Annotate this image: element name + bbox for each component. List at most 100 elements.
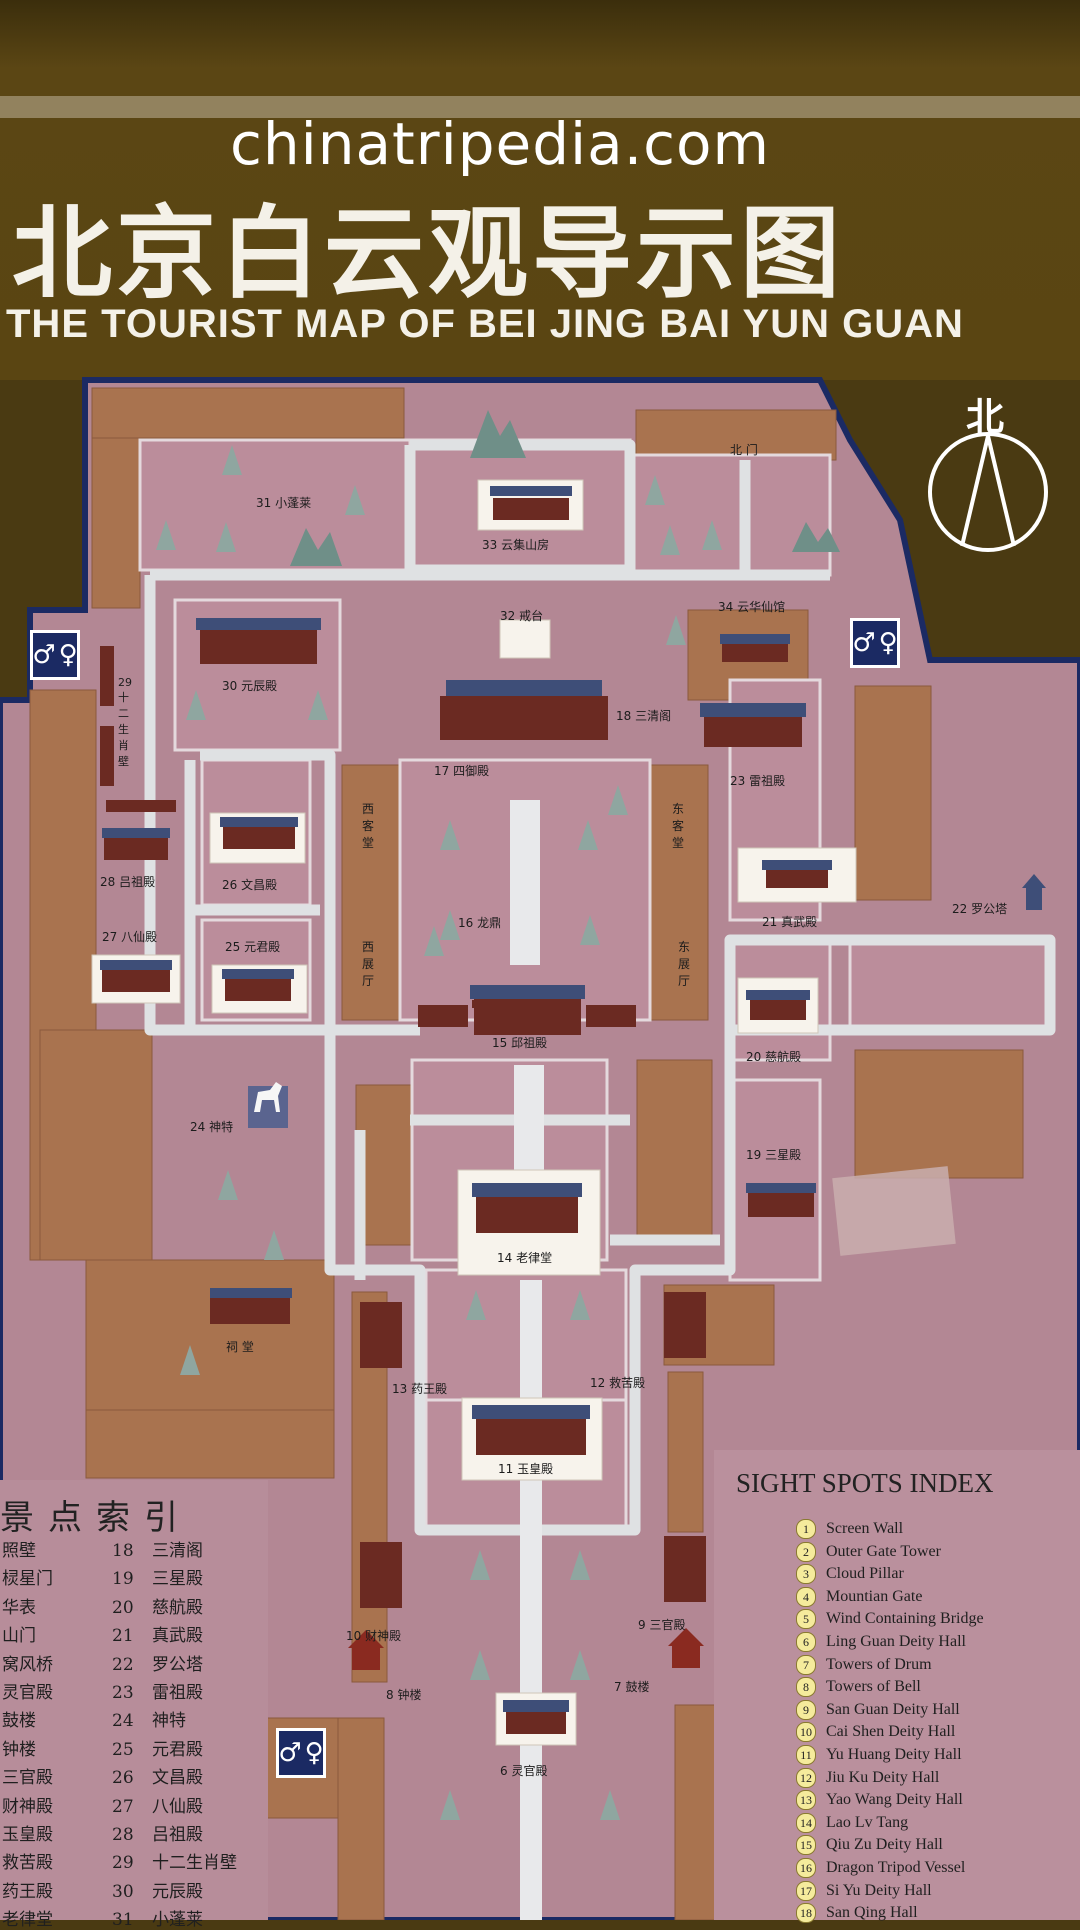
index-en-number: 18 bbox=[796, 1903, 816, 1924]
index-cn-number: 26 bbox=[112, 1768, 134, 1789]
index-cn-title: 景点索引 bbox=[0, 1498, 192, 1538]
index-en-number: 4 bbox=[796, 1586, 816, 1607]
index-cn-number: 31 bbox=[112, 1910, 134, 1930]
index-en-item: 1 Screen Wall bbox=[796, 1519, 903, 1539]
index-cn-item: 24 神特 bbox=[112, 1706, 186, 1731]
index-cn-item: 29 十二生肖壁 bbox=[112, 1848, 237, 1873]
index-cn-name: 小蓬莱 bbox=[152, 1910, 203, 1930]
index-cn-name: 元辰殿 bbox=[152, 1881, 203, 1902]
index-cn-name: 慈航殿 bbox=[152, 1597, 203, 1618]
label-luogong-pagoda: 22 罗公塔 bbox=[952, 902, 1008, 916]
tree-icons bbox=[156, 445, 722, 1820]
index-cn-name: 吕祖殿 bbox=[152, 1825, 203, 1845]
pagoda-icons bbox=[348, 874, 1046, 1670]
label-east-exhibition-hall: 东展厅 bbox=[678, 940, 691, 988]
index-cn-item: 28 吕祖殿 bbox=[112, 1820, 203, 1845]
label-jietai: 32 戒台 bbox=[500, 609, 544, 623]
index-cn-name: 真武殿 bbox=[152, 1626, 203, 1647]
index-cn-name: 十二生肖壁 bbox=[152, 1853, 237, 1874]
label-yuanjun-hall: 25 元君殿 bbox=[225, 940, 281, 954]
index-en-number: 1 bbox=[796, 1519, 816, 1539]
label-yuanchen-hall: 30 元辰殿 bbox=[222, 679, 278, 693]
index-en-number: 5 bbox=[796, 1609, 816, 1630]
index-en-number: 14 bbox=[796, 1812, 816, 1833]
hall-icons bbox=[100, 486, 832, 1734]
index-cn-item: 26 文昌殿 bbox=[112, 1763, 203, 1788]
label-lingguan-hall: 6 灵官殿 bbox=[500, 1764, 548, 1778]
index-cn-name: 罗公塔 bbox=[152, 1654, 203, 1675]
index-panel-en bbox=[714, 1450, 1080, 1920]
restroom-icon: ♂♀ bbox=[276, 1728, 326, 1778]
index-en-number: 8 bbox=[796, 1677, 816, 1698]
index-en-number: 3 bbox=[796, 1564, 816, 1585]
index-cn-number: 24 bbox=[112, 1711, 134, 1732]
index-en-name: Cloud Pillar bbox=[826, 1565, 904, 1583]
index-en-name: Jiu Ku Deity Hall bbox=[826, 1768, 940, 1786]
index-cn-name: 文昌殿 bbox=[152, 1768, 203, 1789]
index-cn-number: 22 bbox=[112, 1654, 134, 1675]
index-cn-name: 三清阁 bbox=[152, 1541, 203, 1561]
label-leizu-hall: 23 雷祖殿 bbox=[730, 774, 786, 788]
index-en-name: Cai Shen Deity Hall bbox=[826, 1723, 956, 1741]
index-cn-item: 23 雷祖殿 bbox=[112, 1678, 203, 1703]
index-en-name: Yu Huang Deity Hall bbox=[826, 1746, 962, 1763]
label-qiuzu-hall: 15 邱祖殿 bbox=[492, 1036, 548, 1050]
label-zodiac-wall: 29 十二生肖壁 bbox=[118, 676, 132, 768]
index-cn-item: 华表 bbox=[2, 1597, 36, 1618]
index-cn-name: 元君殿 bbox=[152, 1739, 203, 1760]
index-cn-item: 22 罗公塔 bbox=[112, 1650, 203, 1675]
index-en-number: 16 bbox=[796, 1858, 816, 1878]
index-cn-item: 药王殿 bbox=[2, 1881, 53, 1902]
index-cn-number: 19 bbox=[112, 1569, 134, 1590]
index-cn-number: 28 bbox=[112, 1825, 134, 1845]
index-cn-number: 30 bbox=[112, 1881, 134, 1902]
label-west-exhibition-hall: 西展厅 bbox=[362, 940, 375, 988]
horse-statue-icon bbox=[248, 1082, 288, 1128]
sign-top-band bbox=[0, 96, 1080, 118]
index-panel-cn bbox=[0, 1480, 268, 1920]
index-cn-item: 救苦殿 bbox=[2, 1853, 53, 1874]
index-en-name: Screen Wall bbox=[826, 1520, 904, 1537]
label-sanqing-pavilion: 18 三清阁 bbox=[616, 709, 672, 723]
label-lvzu-hall: 28 吕祖殿 bbox=[100, 875, 156, 889]
index-cn-item: 31 小蓬莱 bbox=[112, 1905, 203, 1930]
watermark-text: chinatripedia.com bbox=[229, 110, 771, 178]
index-en-number: 17 bbox=[796, 1880, 816, 1901]
label-west-guest-hall: 西客堂 bbox=[362, 802, 375, 850]
index-en-name: Outer Gate Tower bbox=[826, 1542, 941, 1560]
index-en-name: Towers of Bell bbox=[826, 1678, 921, 1696]
index-cn-name: 雷祖殿 bbox=[152, 1683, 203, 1703]
index-en-title: SIGHT SPOTS INDEX bbox=[736, 1468, 994, 1498]
restroom-icon: ♂♀ bbox=[30, 630, 80, 680]
index-cn-number: 23 bbox=[112, 1683, 134, 1703]
label-sanguan-hall: 9 三官殿 bbox=[638, 1618, 686, 1632]
index-cn-name: 神特 bbox=[152, 1711, 186, 1732]
tape-patch bbox=[832, 1166, 956, 1256]
index-en-item: 8 Towers of Bell bbox=[796, 1677, 921, 1698]
index-cn-name: 八仙殿 bbox=[152, 1796, 203, 1817]
index-en-name: Dragon Tripod Vessel bbox=[826, 1859, 966, 1876]
index-en-number: 7 bbox=[796, 1654, 816, 1675]
index-cn-item: 照壁 bbox=[2, 1541, 36, 1561]
index-cn-item: 山门 bbox=[2, 1626, 36, 1647]
index-cn-item: 玉皇殿 bbox=[2, 1825, 53, 1845]
index-cn-number: 18 bbox=[112, 1541, 134, 1561]
label-jiuku-hall: 12 救苦殿 bbox=[590, 1376, 646, 1390]
index-en-number: 15 bbox=[796, 1835, 816, 1856]
index-en-name: Si Yu Deity Hall bbox=[826, 1881, 932, 1899]
index-cn-item: 窝风桥 bbox=[2, 1654, 53, 1675]
index-cn-name: 三星殿 bbox=[152, 1569, 203, 1590]
index-en-number: 6 bbox=[796, 1632, 816, 1652]
index-cn-number: 29 bbox=[112, 1853, 134, 1874]
index-cn-item: 19 三星殿 bbox=[112, 1564, 203, 1589]
